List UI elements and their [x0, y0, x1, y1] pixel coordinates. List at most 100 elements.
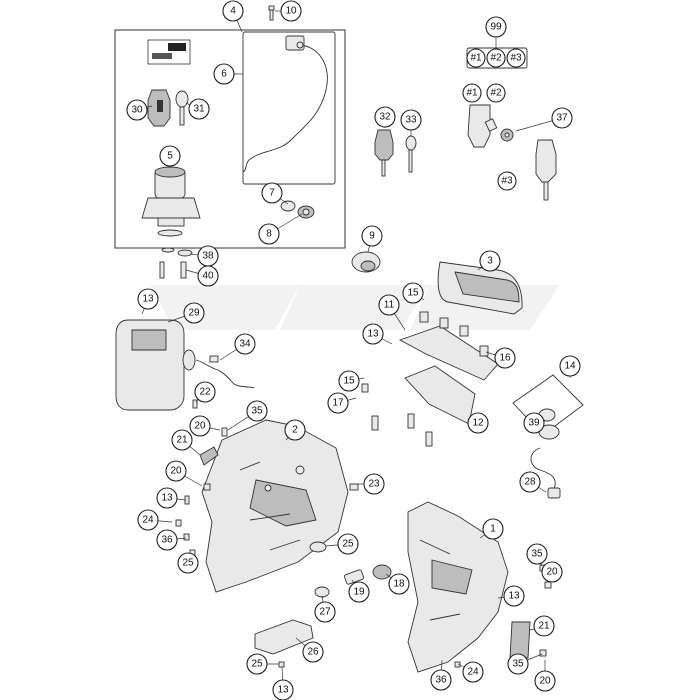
cap-part: [351, 251, 381, 273]
callout-circle: [126, 99, 148, 121]
callout-c35b: 35: [526, 543, 548, 565]
callout-circle: [222, 0, 244, 22]
callout-circle: [534, 670, 556, 692]
callout-circle: [188, 98, 210, 120]
callout-c24b: 24: [462, 661, 484, 683]
callout-c40: 40: [197, 265, 219, 287]
kit-frame: [114, 29, 346, 249]
callout-circle: [551, 107, 573, 129]
callout-c21a: 21: [171, 429, 193, 451]
callout-c38: 38: [197, 245, 219, 267]
callout-circle: [378, 294, 400, 316]
callout-c26: 26: [302, 641, 324, 663]
kit-label-3: #3: [510, 53, 522, 64]
callout-number: 33: [405, 115, 417, 126]
callout-circle: [541, 561, 563, 583]
callout-circle: [156, 487, 178, 509]
callout-circle: [137, 288, 159, 310]
callout-c3: 3: [479, 250, 501, 272]
callout-number: 21: [538, 621, 550, 632]
callout-number: 10: [285, 6, 297, 17]
callout-circle: [374, 106, 396, 128]
callout-circle: [400, 109, 422, 131]
callout-circle: [559, 355, 581, 377]
callout-circle: [194, 381, 216, 403]
kit-exploded-label-3: #3: [501, 176, 513, 187]
callout-circle: [213, 63, 235, 85]
callout-c13a: 13: [362, 323, 384, 345]
callout-c33: 33: [400, 109, 422, 131]
callout-number: 32: [379, 112, 391, 123]
callout-number: 35: [251, 406, 263, 417]
callout-number: 12: [472, 418, 484, 429]
grip-pad: [199, 446, 531, 659]
callout-circle: [177, 552, 199, 574]
callout-c35a: 35: [246, 400, 268, 422]
callout-c12: 12: [467, 412, 489, 434]
callout-number: 2: [292, 425, 298, 436]
callout-c9: 9: [361, 225, 383, 247]
callout-circle: [280, 0, 302, 22]
callout-number: 39: [528, 418, 540, 429]
hose: [195, 355, 255, 389]
callout-c20d: 20: [534, 670, 556, 692]
callout-c25a: 25: [177, 552, 199, 574]
callout-circle: [165, 460, 187, 482]
callout-circle: [523, 412, 545, 434]
bushing: [280, 200, 315, 219]
callout-number: 36: [435, 675, 447, 686]
callout-number: 25: [342, 539, 354, 550]
callout-circle: [494, 347, 516, 369]
callout-circle: [361, 225, 383, 247]
callout-number: 15: [407, 288, 419, 299]
callout-number: 27: [319, 607, 331, 618]
callout-c31: 31: [188, 98, 210, 120]
callout-c30: 30: [126, 99, 148, 121]
callout-c13e: 13: [272, 679, 294, 700]
callout-number: 26: [307, 647, 319, 658]
callout-circle: [348, 581, 370, 603]
callout-c39: 39: [523, 412, 545, 434]
callout-c20b: 20: [165, 460, 187, 482]
callout-circle: [430, 669, 452, 691]
callout-number: 4: [230, 6, 236, 17]
callout-circle: [482, 518, 504, 540]
ignition-lock: [141, 166, 201, 237]
key-code-card: [147, 39, 191, 65]
callout-circle: [183, 302, 205, 324]
lower-bracket: [254, 619, 314, 655]
callout-c8: 8: [258, 223, 280, 245]
callout-circle: [302, 641, 324, 663]
callout-c2: 2: [284, 419, 306, 441]
callout-c36a: 36: [156, 529, 178, 551]
callout-number: 20: [194, 421, 206, 432]
callout-c29: 29: [183, 302, 205, 324]
callout-number: 17: [332, 398, 344, 409]
callout-circle: [137, 509, 159, 531]
callout-c19: 19: [348, 581, 370, 603]
callout-circle: [261, 182, 283, 204]
callout-c34: 34: [234, 333, 256, 355]
callout-circle: [159, 145, 181, 167]
callout-c17: 17: [327, 392, 349, 414]
callout-number: 5: [167, 151, 173, 162]
callout-number: 35: [531, 549, 543, 560]
callout-c4: 4: [222, 0, 244, 22]
callout-c25b: 25: [337, 533, 359, 555]
callout-c16: 16: [494, 347, 516, 369]
callout-number: 15: [343, 376, 355, 387]
callout-c32: 32: [374, 106, 396, 128]
dashboard-bracket: [361, 311, 499, 447]
callout-circle: [197, 265, 219, 287]
callout-circle: [462, 661, 484, 683]
callout-number: 36: [161, 535, 173, 546]
switch-parts: [309, 541, 392, 598]
callout-circle: [314, 601, 336, 623]
cover-box: [115, 319, 196, 411]
pins: [159, 247, 193, 279]
screw: [268, 5, 275, 21]
callout-circle: [246, 400, 268, 422]
callout-number: 25: [182, 558, 194, 569]
callout-number: 20: [546, 567, 558, 578]
